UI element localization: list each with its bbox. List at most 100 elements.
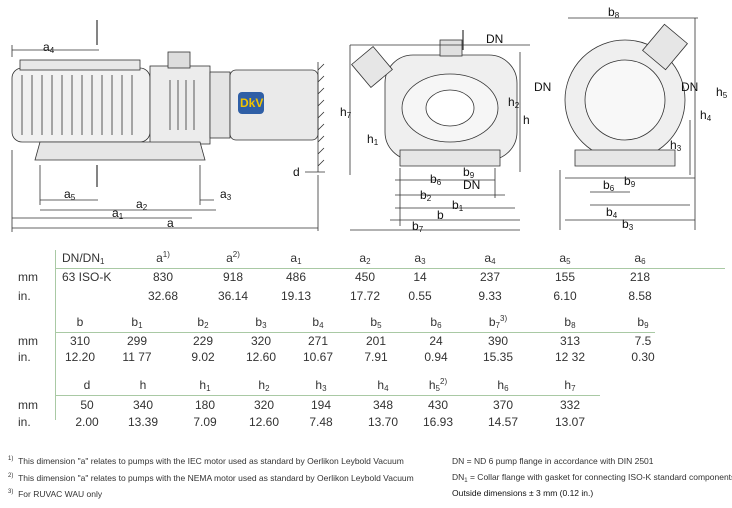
footnote-3: 3) For RUVAC WAU only xyxy=(8,489,103,499)
unit-in-label: in. xyxy=(18,350,31,364)
dim-label-rear-b9: b9 xyxy=(624,174,636,189)
column-header: a1) xyxy=(156,250,170,265)
cell-in: 7.91 xyxy=(364,350,388,364)
column-header: b5 xyxy=(370,315,382,330)
cell-mm: 63 ISO-K xyxy=(62,270,112,284)
cell-in: 8.58 xyxy=(628,289,652,303)
column-header: b3 xyxy=(255,315,267,330)
cell-in: 15.35 xyxy=(482,350,514,364)
cell-mm: 430 xyxy=(427,398,449,412)
column-header: h7 xyxy=(564,378,576,393)
cell-mm: 7.5 xyxy=(634,334,652,348)
dim-label-dn-left: DN xyxy=(534,80,552,94)
cell-mm: 313 xyxy=(559,334,581,348)
dim-label-h4: h4 xyxy=(700,108,712,123)
cell-mm: 201 xyxy=(365,334,387,348)
logo xyxy=(238,92,264,114)
column-header: h6 xyxy=(497,378,509,393)
dim-label-d: d xyxy=(293,165,300,179)
cell-in: 14.57 xyxy=(487,415,519,429)
column-header: a3 xyxy=(414,251,426,266)
dim-label-b7: b7 xyxy=(412,219,424,234)
unit-mm-label: mm xyxy=(18,270,38,284)
column-header: b1 xyxy=(131,315,143,330)
cell-mm: 918 xyxy=(222,270,244,284)
dim-label-b8: b8 xyxy=(608,5,620,20)
cell-in: 0.30 xyxy=(631,350,655,364)
cell-mm: 830 xyxy=(152,270,174,284)
unit-in-label: in. xyxy=(18,415,31,429)
column-header: b xyxy=(76,315,84,329)
dim-label-a: a xyxy=(167,216,174,230)
dim-label-b: b xyxy=(437,208,444,222)
cell-in: 7.09 xyxy=(193,415,217,429)
cell-mm: 194 xyxy=(310,398,332,412)
table-rule-2 xyxy=(55,332,655,333)
cell-in: 12.60 xyxy=(248,415,280,429)
cell-mm: 320 xyxy=(250,334,272,348)
unit-in-label: in. xyxy=(18,289,31,303)
cell-in: 13.07 xyxy=(554,415,586,429)
table-rule-1 xyxy=(55,268,725,269)
cell-in: 13.70 xyxy=(367,415,399,429)
cell-mm: 450 xyxy=(354,270,376,284)
column-header: h4 xyxy=(377,378,389,393)
front-view-drawing xyxy=(349,30,530,231)
dim-label-b9: b9 xyxy=(463,165,475,180)
cell-in: 13.39 xyxy=(127,415,159,429)
column-header: a2 xyxy=(359,251,371,266)
rear-view-drawing xyxy=(559,17,698,230)
unit-mm-label: mm xyxy=(18,398,38,412)
cell-in: 6.10 xyxy=(553,289,577,303)
column-header: b9 xyxy=(637,315,649,330)
cell-in: 0.55 xyxy=(408,289,432,303)
column-header: a4 xyxy=(484,251,496,266)
column-header: DN/DN1 xyxy=(62,251,105,266)
dim-label-b2: b2 xyxy=(420,188,432,203)
cell-in: 16.93 xyxy=(422,415,454,429)
column-header: b6 xyxy=(430,315,442,330)
column-header: d xyxy=(83,378,91,392)
dim-label-h7: h7 xyxy=(340,105,352,120)
cell-in: 7.48 xyxy=(309,415,333,429)
table-rule-3 xyxy=(55,395,600,396)
side-view-drawing xyxy=(11,20,325,232)
dim-label-h5: h5 xyxy=(716,85,728,100)
column-header: a1 xyxy=(290,251,302,266)
column-header: a6 xyxy=(634,251,646,266)
cell-mm: 14 xyxy=(413,270,427,284)
dim-label-dn-top: DN xyxy=(486,32,504,46)
note-dn: DN = ND 6 pump flange in accordance with… xyxy=(452,456,654,466)
cell-in: 12.20 xyxy=(64,350,96,364)
dim-label-dn-right: DN xyxy=(681,80,699,94)
dim-label-b1: b1 xyxy=(452,198,464,213)
cell-mm: 50 xyxy=(80,398,94,412)
cell-mm: 340 xyxy=(132,398,154,412)
cell-mm: 180 xyxy=(194,398,216,412)
column-header: b4 xyxy=(312,315,324,330)
dim-label-h2: h2 xyxy=(508,95,520,110)
column-header: h3 xyxy=(315,378,327,393)
dim-label-a4: a4 xyxy=(43,40,55,55)
column-header: h52) xyxy=(428,377,448,393)
column-header: b2 xyxy=(197,315,209,330)
cell-mm: 310 xyxy=(69,334,91,348)
cell-mm: 370 xyxy=(492,398,514,412)
column-header: h2 xyxy=(258,378,270,393)
dim-label-rear-b6: b6 xyxy=(603,178,615,193)
cell-in: 32.68 xyxy=(147,289,179,303)
cell-in: 19.13 xyxy=(280,289,312,303)
cell-in: 36.14 xyxy=(217,289,249,303)
cell-mm: 271 xyxy=(307,334,329,348)
dimension-drawings xyxy=(11,17,698,232)
cell-in: 2.00 xyxy=(75,415,99,429)
cell-mm: 332 xyxy=(559,398,581,412)
table-divider xyxy=(55,250,56,420)
cell-mm: 348 xyxy=(372,398,394,412)
cell-in: 9.33 xyxy=(478,289,502,303)
cell-mm: 24 xyxy=(429,334,443,348)
cell-in: 11 77 xyxy=(122,350,152,364)
column-header: b8 xyxy=(564,315,576,330)
cell-in: 12 32 xyxy=(554,350,586,364)
